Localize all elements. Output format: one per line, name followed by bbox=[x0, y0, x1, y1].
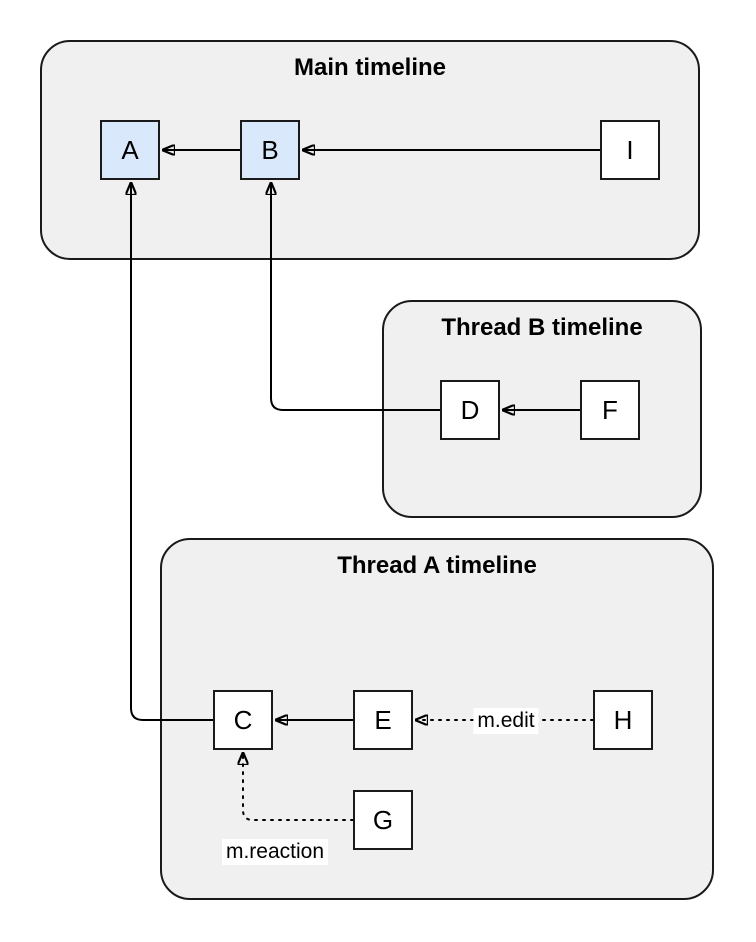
edge-label-m-reaction: m.reaction bbox=[221, 839, 329, 865]
node-H: H bbox=[593, 690, 653, 750]
node-E: E bbox=[353, 690, 413, 750]
node-B: B bbox=[240, 120, 300, 180]
node-G: G bbox=[353, 790, 413, 850]
node-C: C bbox=[213, 690, 273, 750]
node-D: D bbox=[440, 380, 500, 440]
node-F: F bbox=[580, 380, 640, 440]
node-A: A bbox=[100, 120, 160, 180]
edge-label-m-edit: m.edit bbox=[473, 708, 539, 734]
container-title-thread-a-timeline: Thread A timeline bbox=[337, 552, 537, 579]
container-title-main-timeline: Main timeline bbox=[293, 54, 447, 81]
node-I: I bbox=[600, 120, 660, 180]
container-thread-b-timeline: Thread B timeline bbox=[382, 300, 702, 518]
container-title-thread-b-timeline: Thread B timeline bbox=[441, 314, 643, 341]
